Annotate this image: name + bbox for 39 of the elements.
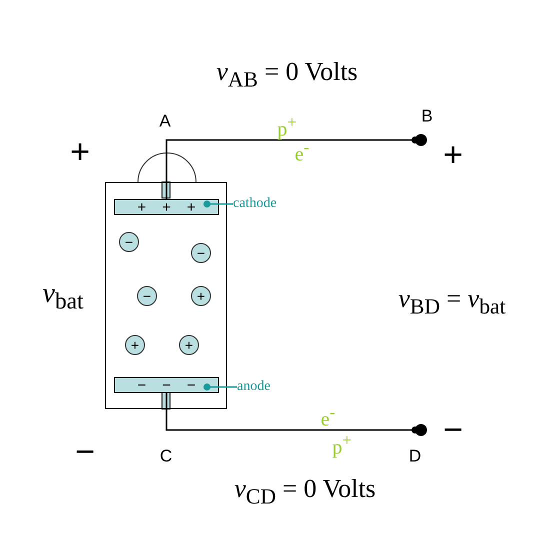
ion-circle: − — [119, 232, 139, 252]
point-label: C — [160, 448, 172, 464]
charge-label: p$^{+}$ — [277, 114, 297, 140]
charge-sign: + — [186, 200, 196, 214]
wire — [166, 393, 418, 434]
charge-label: p$^{+}$ — [332, 432, 352, 458]
point-label: A — [159, 112, 171, 130]
ion-circle: − — [191, 243, 211, 263]
charge-sign: + — [162, 200, 171, 214]
voltage-label: v$_{AB}$ = 0 Volts — [216, 59, 358, 91]
terminal-dot — [415, 424, 427, 436]
polarity-sign: + — [70, 135, 90, 169]
charge-label: e$^{-}$ — [320, 404, 336, 430]
voltage-label: v$_{CD}$ = 0 Volts — [234, 476, 376, 508]
charge-sign: − — [186, 378, 196, 392]
electrode-plate — [114, 377, 219, 393]
leader-line — [204, 384, 237, 390]
ion-circle: + — [125, 335, 145, 355]
terminal-dot — [415, 134, 427, 146]
point-label: B — [421, 108, 433, 124]
polarity-sign: + — [443, 138, 463, 172]
charge-sign: − — [137, 378, 146, 392]
part-label: anode — [237, 379, 270, 395]
charge-sign: − — [162, 378, 171, 392]
ion-circle: − — [137, 286, 157, 306]
ion-circle: + — [179, 335, 199, 355]
ion-circle: + — [191, 286, 211, 306]
charge-sign: + — [137, 200, 146, 214]
point-label: D — [408, 448, 422, 464]
polarity-sign: − — [75, 435, 95, 469]
part-label: cathode — [233, 196, 277, 212]
leader-line — [204, 200, 233, 208]
polarity-sign: − — [443, 413, 463, 447]
electrode-plate — [114, 199, 219, 215]
battery-case — [105, 182, 227, 409]
wire — [166, 136, 418, 199]
voltage-label: v$_{BD}$ = v$_{bat}$ — [398, 286, 506, 318]
charge-label: e$^{-}$ — [294, 140, 310, 164]
voltage-label: v$_{bat}$ — [42, 280, 84, 314]
